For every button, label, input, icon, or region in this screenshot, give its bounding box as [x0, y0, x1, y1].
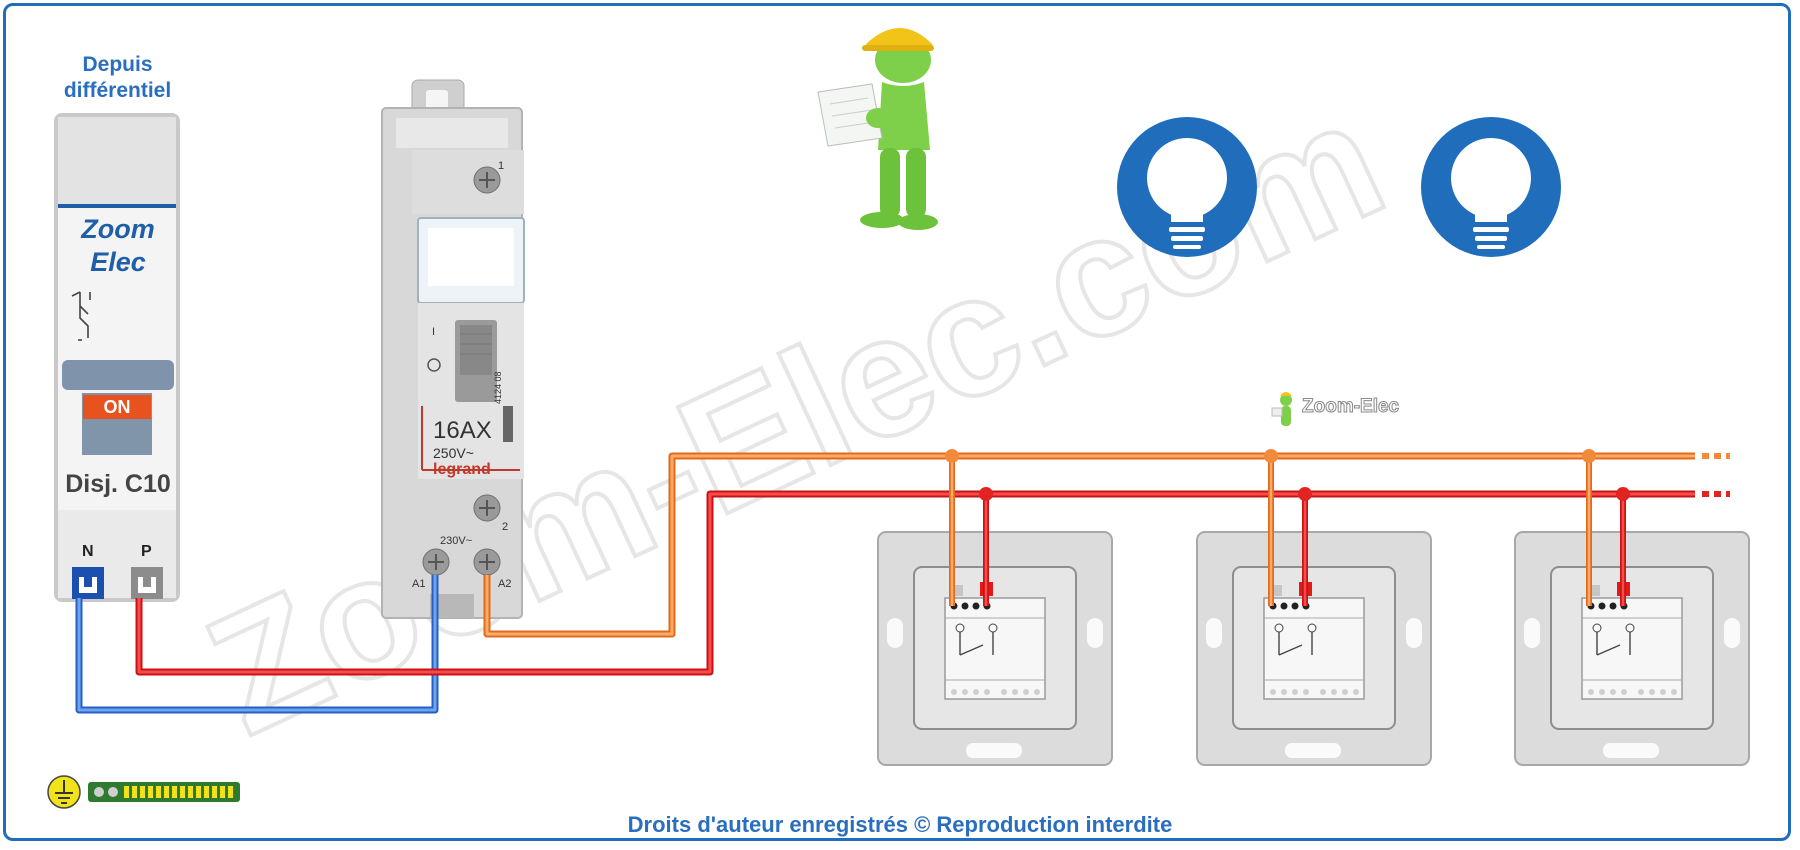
mini-logo-icon — [1271, 392, 1292, 426]
bar-slot — [204, 786, 209, 798]
bar-slot — [148, 786, 153, 798]
copyright-footer: Droits d'auteur enregistrés © Reproducti… — [627, 812, 1173, 837]
bar-slot — [220, 786, 225, 798]
pushbutton — [1514, 449, 1750, 766]
terminal-a1-label: A1 — [412, 578, 426, 590]
breaker-brand: Zoom Elec — [81, 214, 155, 277]
source-label: Depuis différentiel — [63, 53, 172, 102]
bar-slot — [132, 786, 137, 798]
bar-slot — [228, 786, 233, 798]
contactor-brand: legrand — [433, 461, 491, 478]
bar-slot — [180, 786, 185, 798]
earth-icon — [47, 775, 81, 809]
diagram-frame — [3, 3, 1791, 841]
breaker-status-badge: ON — [83, 395, 151, 419]
contactor-current: 16AX — [433, 417, 492, 444]
terminal-a2-label: A2 — [498, 578, 512, 590]
worker-figure — [817, 28, 938, 230]
pushbutton — [877, 449, 1113, 766]
lamp-icon — [1421, 117, 1561, 257]
bar-slot — [124, 786, 129, 798]
junction-dot — [1616, 487, 1630, 501]
contactor-voltage: 250V~ — [433, 445, 474, 461]
pushbutton-group — [877, 449, 1750, 766]
earth-bar — [88, 782, 240, 802]
junction-dot — [1298, 487, 1312, 501]
breaker-symbol-icon — [71, 291, 91, 341]
contactor — [381, 79, 525, 619]
breaker-rating: Disj. C10 — [65, 470, 171, 498]
bar-slot — [196, 786, 201, 798]
lamp-icon — [1117, 117, 1257, 257]
bar-slot — [188, 786, 193, 798]
coil-voltage: 230V~ — [440, 535, 473, 547]
contactor-ref: 4124 08 — [493, 371, 503, 404]
circuit-breaker — [54, 113, 180, 602]
junction-dot — [979, 487, 993, 501]
bar-slot — [140, 786, 145, 798]
bar-slot — [156, 786, 161, 798]
switch-mark-i: I — [432, 326, 436, 338]
bar-slot — [212, 786, 217, 798]
junction-dot — [1582, 449, 1596, 463]
terminal-1-label: 1 — [498, 160, 505, 172]
bar-slot — [172, 786, 177, 798]
wiring — [75, 452, 1730, 714]
phase-label: P — [141, 543, 152, 560]
neutral-label: N — [82, 543, 94, 560]
junction-dot — [945, 449, 959, 463]
mini-logo-text: Zoom-Elec — [1301, 396, 1400, 418]
junction-dot — [1264, 449, 1278, 463]
terminal-2-label: 2 — [502, 521, 509, 533]
pushbutton — [1196, 449, 1432, 766]
bar-slot — [164, 786, 169, 798]
